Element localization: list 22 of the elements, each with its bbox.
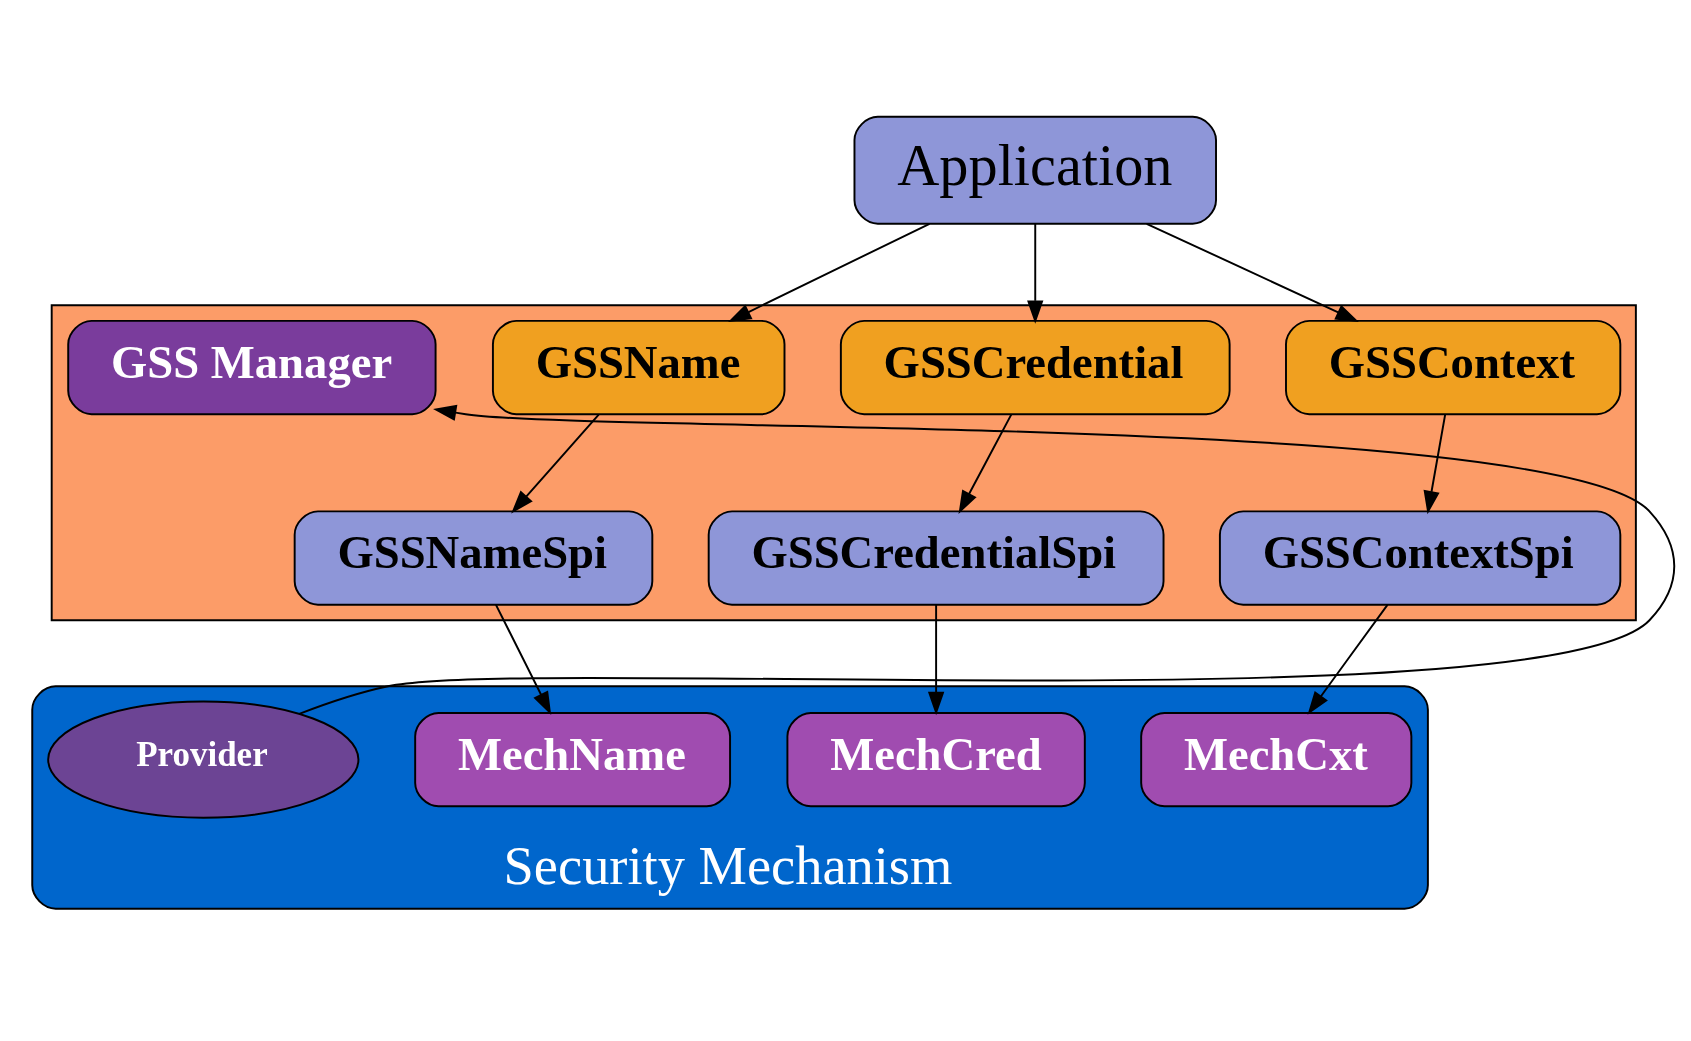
arrow [298,404,1676,715]
node-box: MechName [414,711,732,808]
arrow [1307,603,1389,715]
node-box: GSSName [491,319,786,416]
node-box: GSSContext [1285,319,1622,416]
arrow [1423,413,1447,515]
arrow [511,413,600,514]
node-box: GSSContextSpi [1218,510,1622,606]
arrow [927,603,945,716]
arrow [728,222,931,323]
node-box: MechCxt [1140,711,1413,808]
node-box: GSSCredential [839,319,1231,416]
arrow [958,413,1013,514]
arrow [1027,223,1044,324]
node-box: GSSNameSpi [293,510,654,606]
node-box: GSSCredentialSpi [707,510,1165,606]
arrow [495,603,552,715]
node-ellipse: Provider [47,700,360,819]
node-box: MechCred [786,711,1086,808]
node-box: GSS Manager [67,319,437,416]
arrow [1145,222,1359,322]
node-box: Application [853,115,1217,225]
